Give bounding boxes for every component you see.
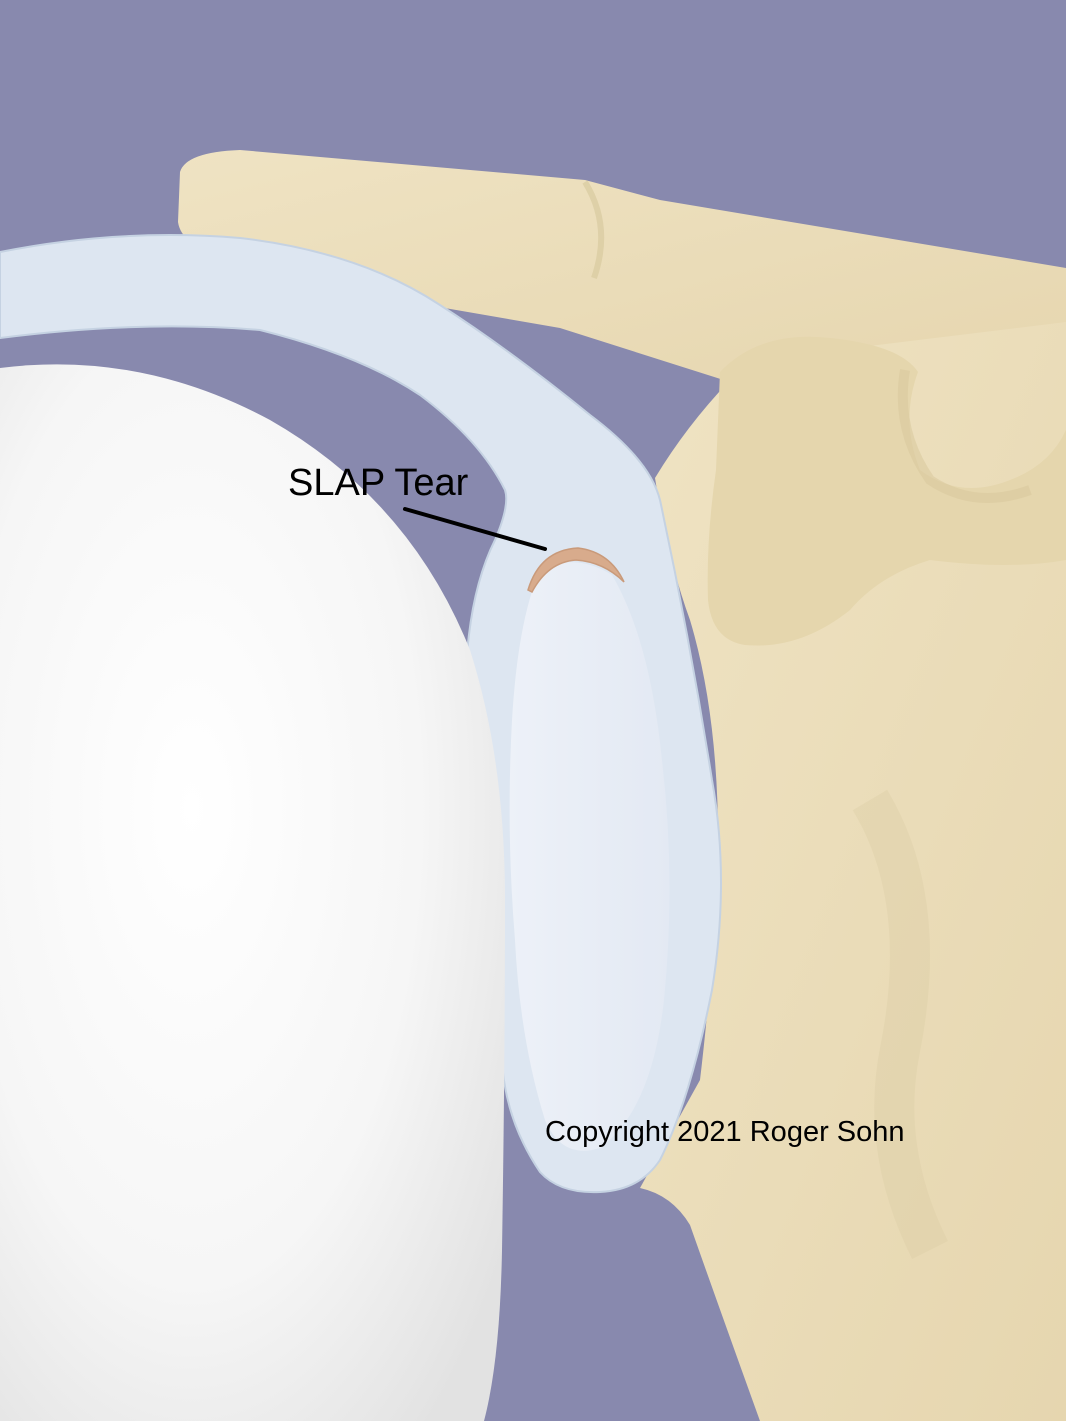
- coracoid-shadow: [897, 369, 1032, 503]
- copyright-label: Copyright 2021 Roger Sohn: [545, 1116, 905, 1148]
- slap-tear-label: SLAP Tear: [288, 462, 469, 504]
- slap-tear-mark: [527, 547, 625, 593]
- coracoid-process: [707, 336, 1066, 646]
- glenoid-surface: [509, 562, 670, 1151]
- acromion-bone: [178, 150, 1066, 382]
- scapula-shadow: [852, 789, 948, 1259]
- acromion-notch: [582, 180, 605, 279]
- humeral-head: [0, 364, 505, 1421]
- slap-tear-leader-line: [403, 507, 547, 551]
